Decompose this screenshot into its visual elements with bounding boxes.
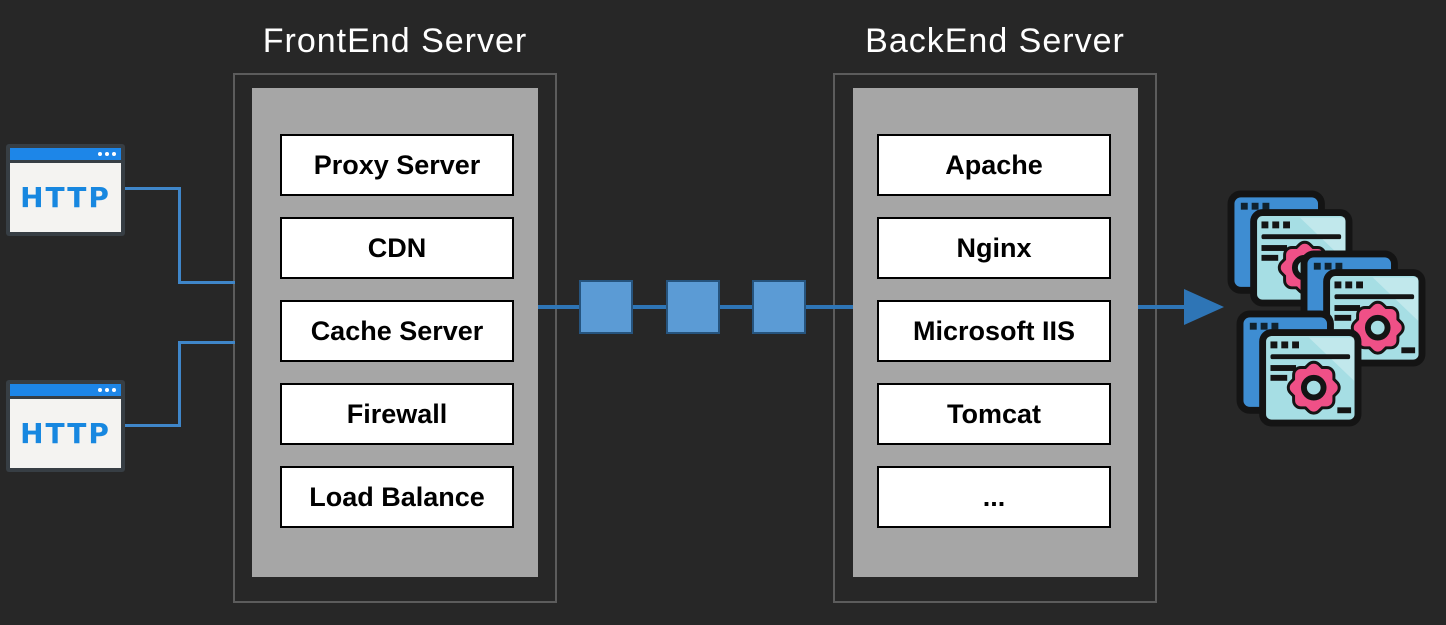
browser-body: HTTP <box>10 399 121 468</box>
backend-title: BackEnd Server <box>865 22 1125 60</box>
browser-titlebar <box>10 148 121 160</box>
client1-connector-line <box>125 187 180 190</box>
frontend-node-load-balance: Load Balance <box>280 466 514 528</box>
frontend-node-proxy-server: Proxy Server <box>280 134 514 196</box>
http-client-icon: HTTP <box>6 144 125 236</box>
backend-node-nginx: Nginx <box>877 217 1111 279</box>
frontend-outline <box>233 73 557 603</box>
http-label: HTTP <box>20 181 111 214</box>
titlebar-dot-icon <box>98 388 102 392</box>
backend-node-apache: Apache <box>877 134 1111 196</box>
backend-node-microsoft-iis: Microsoft IIS <box>877 300 1111 362</box>
client2-connector-line <box>178 341 181 427</box>
client1-connector-line <box>178 281 235 284</box>
backend-outline <box>833 73 1157 603</box>
browser-body: HTTP <box>10 163 121 232</box>
arrow-right-icon <box>1184 289 1224 325</box>
titlebar-dot-icon <box>98 152 102 156</box>
http-label: HTTP <box>20 417 111 450</box>
frontend-node-cache-server: Cache Server <box>280 300 514 362</box>
flow-line <box>1138 305 1188 309</box>
client2-connector-line <box>125 424 180 427</box>
backend-node-more: ... <box>877 466 1111 528</box>
titlebar-dot-icon <box>105 152 109 156</box>
frontend-node-cdn: CDN <box>280 217 514 279</box>
client2-connector-line <box>178 341 235 344</box>
browser-titlebar <box>10 384 121 396</box>
app-window-gear-icon <box>1236 310 1362 427</box>
frontend-title: FrontEnd Server <box>262 22 528 60</box>
backend-node-tomcat: Tomcat <box>877 383 1111 445</box>
data-packet-icon <box>579 280 633 334</box>
http-client-icon: HTTP <box>6 380 125 472</box>
data-packet-icon <box>666 280 720 334</box>
titlebar-dot-icon <box>105 388 109 392</box>
titlebar-dot-icon <box>112 388 116 392</box>
titlebar-dot-icon <box>112 152 116 156</box>
frontend-node-firewall: Firewall <box>280 383 514 445</box>
client1-connector-line <box>178 187 181 284</box>
data-packet-icon <box>752 280 806 334</box>
